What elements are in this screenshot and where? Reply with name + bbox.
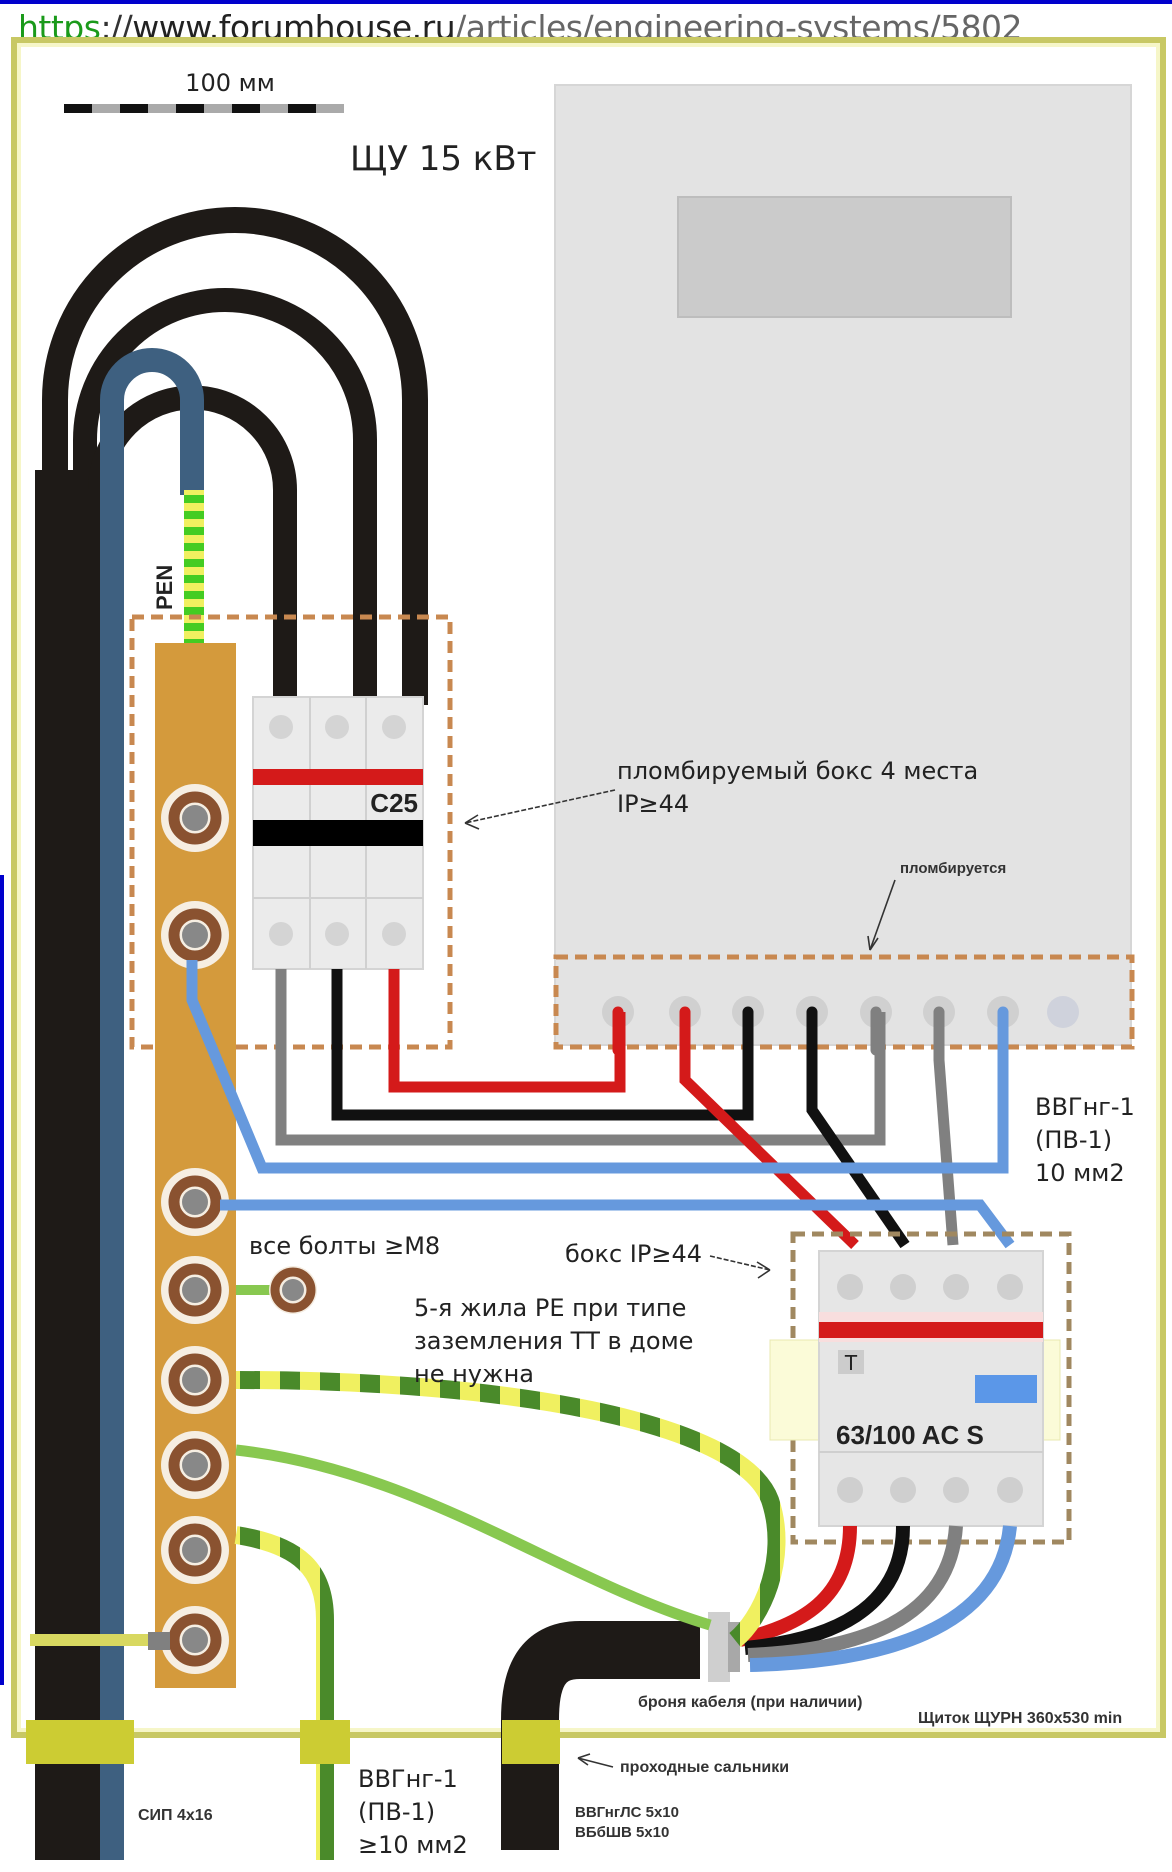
pen-stripe [184, 607, 204, 615]
meter-display [677, 196, 1012, 318]
sip-cable-label: СИП 4x16 [138, 1807, 213, 1824]
ground-cable-line3: ≥10 мм2 [358, 1831, 468, 1859]
circuit-breaker-c25: C25 [252, 696, 424, 970]
top-blue-edge [0, 0, 1172, 4]
breaker-sealed-box [129, 614, 453, 1050]
busbar-bolt [161, 1606, 229, 1674]
annotation-arrows [464, 789, 896, 1768]
busbar-bolt [161, 1168, 229, 1236]
pe-note-line2: заземления ТТ в доме [414, 1327, 693, 1355]
pe-note-line1: 5-я жила PE при типе [414, 1294, 686, 1322]
rcd-test-label: T [844, 1351, 858, 1375]
enclosure-note: Щиток ЩУРН 360x530 min [918, 1710, 1122, 1727]
pen-stripe [184, 591, 204, 599]
house-cable [501, 1525, 1017, 1850]
sealed-note: пломбируется [900, 860, 1006, 877]
rcd-rating-label: 63/100 AC S [836, 1420, 984, 1450]
pen-stripe [184, 559, 204, 567]
sip-cable [35, 207, 428, 1860]
rcd-box-note: бокс IP≥44 [565, 1240, 702, 1268]
electricity-meter [554, 84, 1132, 1046]
ground-cable-line2: (ПВ-1) [358, 1798, 435, 1826]
busbar-bolt [161, 1431, 229, 1499]
left-blue-edge [0, 875, 4, 1685]
ground-wires [30, 1285, 786, 1860]
wire-blue-busbar-meter [186, 960, 1009, 1174]
busbar-bolt [161, 901, 229, 969]
busbar-bolt [161, 1256, 229, 1324]
wire-spec-line2: (ПВ-1) [1035, 1126, 1112, 1154]
sealed-box-label-line1: пломбируемый бокс 4 места [617, 757, 978, 785]
glands-note: проходные сальники [620, 1759, 789, 1776]
wire-grey-breaker-meter [275, 969, 886, 1146]
house-cable-line2: ВБбШВ 5x10 [575, 1824, 669, 1841]
wire-grey-meter-rcd [933, 1012, 959, 1246]
rcd-indicator [975, 1375, 1037, 1403]
scale-bar: 100 мм [64, 69, 344, 113]
gland-ground [300, 1720, 350, 1764]
wire-blue-busbar-rcd [220, 1199, 1015, 1249]
pen-label: PEN [152, 565, 177, 610]
breaker-rating-label: C25 [370, 788, 418, 818]
pen-stripe [184, 511, 204, 519]
busbar-bolt [161, 784, 229, 852]
busbar-bolt [161, 1516, 229, 1584]
gland-house [502, 1720, 560, 1764]
pen-stripe [184, 543, 204, 551]
bolts-note: все болты ≥М8 [249, 1232, 440, 1260]
wire-spec-line3: 10 мм2 [1035, 1159, 1125, 1187]
gland-sip [26, 1720, 134, 1764]
wire-red-meter-rcd [679, 1012, 859, 1249]
cable-armor-clamp [708, 1612, 730, 1682]
scale-bar-label: 100 мм [185, 69, 275, 97]
pen-stripe [184, 527, 204, 535]
house-cable-line1: ВВГнгЛС 5x10 [575, 1804, 679, 1821]
rcd-device: T 63/100 AC S [769, 1250, 1061, 1527]
armor-note: броня кабеля (при наличии) [638, 1694, 862, 1711]
wiring [186, 960, 1015, 1249]
pen-stripe [184, 623, 204, 631]
wire-spec-line1: ВВГнг-1 [1035, 1093, 1135, 1121]
wire-red-breaker-meter [388, 969, 626, 1093]
busbar-bolt [161, 1346, 229, 1414]
panel-title: ЩУ 15 кВт [350, 139, 536, 179]
meter-terminal-box [553, 954, 1135, 1050]
rcd-test-button [838, 1350, 864, 1374]
ground-cable-line1: ВВГнг-1 [358, 1765, 458, 1793]
wire-black-breaker-meter [331, 969, 754, 1121]
busbar-bolts [161, 784, 229, 1674]
pe-note-line3: не нужна [414, 1360, 534, 1388]
pen-stripe [184, 575, 204, 583]
meter-terminal [1047, 996, 1079, 1028]
sealed-box-label-line2: IP≥44 [617, 790, 689, 818]
pen-stripe [184, 495, 204, 503]
